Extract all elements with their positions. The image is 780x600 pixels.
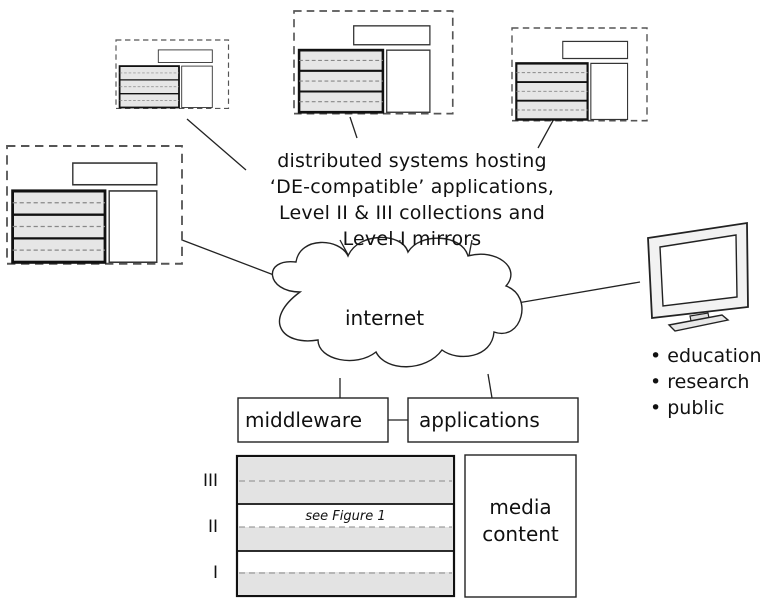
- middleware-label: middleware: [245, 408, 362, 432]
- level-stack: [235, 454, 456, 598]
- internet-cloud: [271, 236, 523, 368]
- caption-line: Level I mirrors: [342, 228, 482, 250]
- applications-box: [407, 397, 579, 443]
- server-unit-4: [5, 144, 184, 266]
- caption-line: distributed systems hosting: [277, 150, 547, 172]
- media-content-line: content: [482, 522, 559, 546]
- caption-line: ‘DE-compatible’ applications,: [269, 176, 555, 198]
- level-label-iii: III: [203, 471, 219, 491]
- level-label-ii: II: [208, 517, 219, 537]
- audience-item: • research: [650, 371, 750, 393]
- audience-item: • public: [650, 397, 725, 419]
- media-content-line: media: [489, 495, 552, 519]
- audience-list: • education • research • public: [650, 343, 762, 421]
- level-label-i: I: [213, 563, 219, 583]
- applications-label: applications: [419, 408, 540, 432]
- internet-label: internet: [345, 306, 425, 330]
- server-unit-2: [292, 9, 455, 115]
- server-unit-3: [510, 26, 649, 122]
- server-unit-1: [115, 39, 230, 110]
- audience-item: • education: [650, 345, 762, 367]
- monitor-icon: [647, 221, 749, 332]
- media-content-box: [464, 454, 577, 598]
- see-figure-note: see Figure 1: [305, 509, 386, 524]
- distributed-systems-caption: distributed systems hosting ‘DE-compatib…: [232, 148, 592, 252]
- caption-line: Level II & III collections and: [279, 202, 545, 224]
- media-content-label: media content: [465, 494, 576, 548]
- middleware-box: [237, 397, 389, 443]
